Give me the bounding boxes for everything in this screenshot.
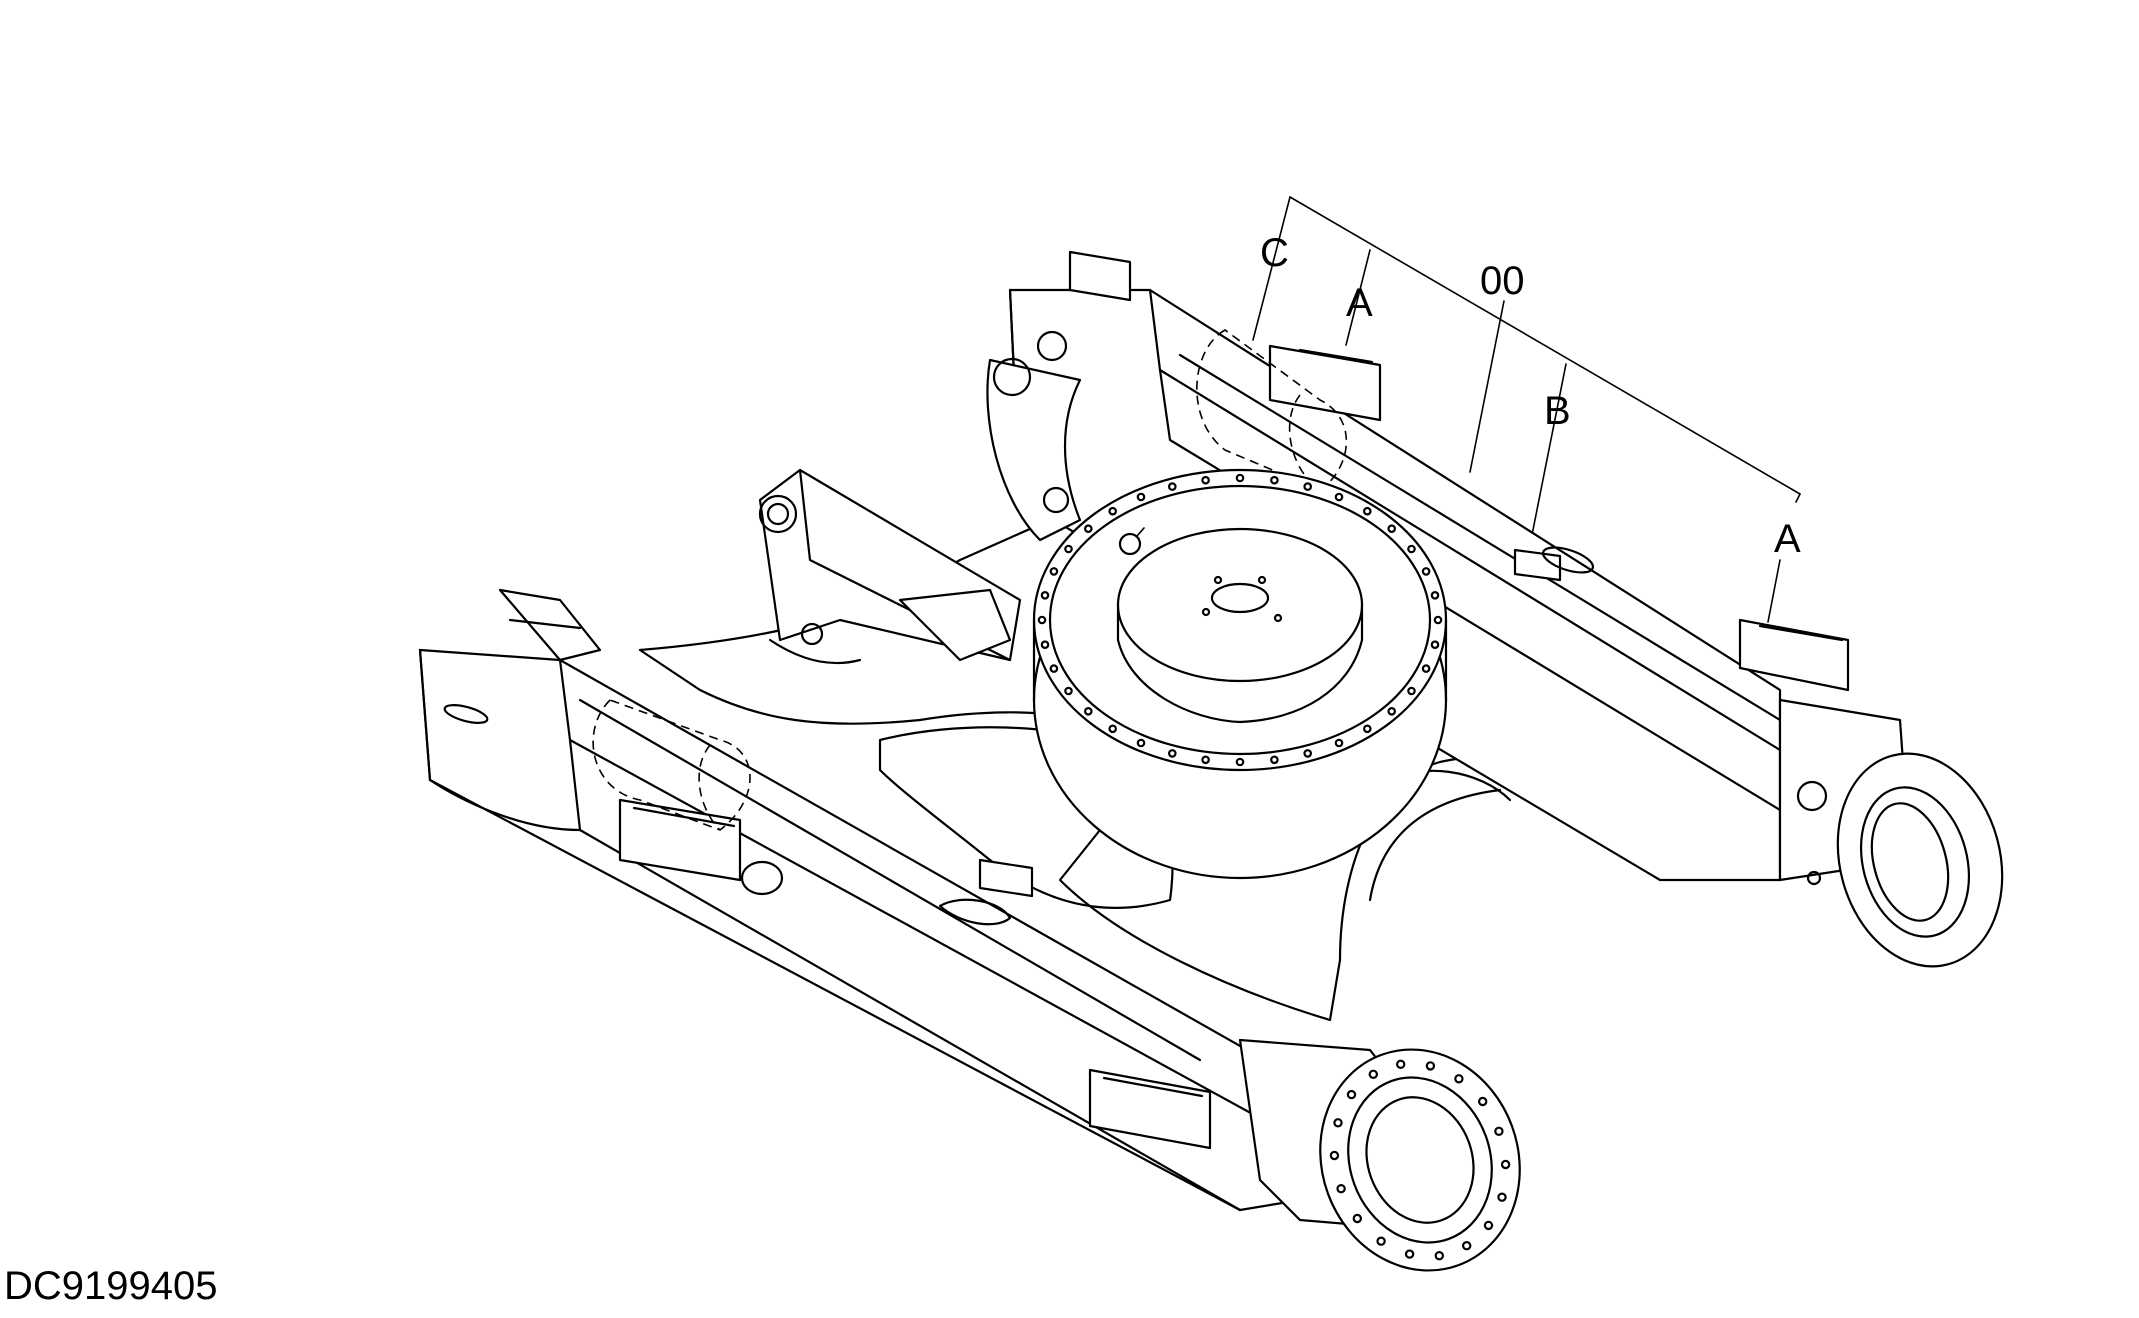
bolt-hole bbox=[1084, 524, 1093, 534]
callout-leaders bbox=[1252, 196, 1801, 623]
bolt-hole bbox=[1407, 544, 1416, 554]
bolt-hole bbox=[1136, 492, 1146, 502]
bolt-hole bbox=[1201, 755, 1210, 765]
bolt-hole bbox=[1395, 1059, 1406, 1070]
bolt-hole bbox=[1201, 475, 1210, 485]
bolt-hole bbox=[1352, 1213, 1363, 1224]
bolt-hole bbox=[1346, 1089, 1357, 1100]
callout-labels: 00 C A B A bbox=[1260, 231, 1801, 561]
bolt-hole bbox=[1168, 482, 1177, 491]
label-c: C bbox=[1260, 231, 1289, 275]
bolt-hole bbox=[1037, 615, 1047, 625]
bolt-hole bbox=[1387, 524, 1397, 534]
bolt-hole bbox=[1049, 664, 1059, 673]
bolt-hole bbox=[1270, 475, 1279, 485]
bolt-hole bbox=[1430, 590, 1440, 600]
bolt-hole bbox=[1235, 757, 1245, 767]
sprocket-bolt-holes bbox=[1329, 1059, 1511, 1261]
bolt-hole bbox=[1064, 686, 1073, 696]
bolt-hole bbox=[1333, 1118, 1343, 1128]
bolt-hole bbox=[1303, 482, 1313, 491]
bolt-hole bbox=[1040, 590, 1050, 600]
label-a-upper: A bbox=[1346, 281, 1373, 325]
bolt-hole bbox=[1064, 544, 1073, 554]
bolt-hole bbox=[1363, 724, 1372, 734]
bolt-hole bbox=[1387, 706, 1397, 716]
bolt-hole bbox=[1500, 1159, 1511, 1170]
bolt-hole bbox=[1049, 567, 1059, 576]
bolt-hole bbox=[1108, 506, 1118, 516]
bolt-hole bbox=[1421, 664, 1431, 673]
bolt-hole bbox=[1497, 1192, 1507, 1202]
bolt-hole bbox=[1336, 1183, 1346, 1194]
bolt-hole bbox=[1494, 1126, 1504, 1137]
bolt-hole bbox=[1461, 1240, 1472, 1251]
bolt-hole bbox=[1483, 1220, 1494, 1231]
label-a-right: A bbox=[1774, 517, 1801, 561]
bolt-hole bbox=[1421, 567, 1431, 576]
bolt-hole bbox=[1084, 706, 1093, 716]
bolt-hole bbox=[1270, 755, 1279, 765]
bolt-hole bbox=[1235, 473, 1245, 483]
bolt-hole bbox=[1329, 1150, 1340, 1161]
bolt-hole bbox=[1334, 738, 1344, 748]
bolt-hole bbox=[1430, 640, 1440, 650]
bolt-hole bbox=[1368, 1069, 1379, 1080]
drawing-id: DC9199405 bbox=[4, 1264, 218, 1308]
bolt-hole bbox=[1303, 749, 1313, 758]
bolt-hole bbox=[1108, 724, 1118, 734]
bolt-hole bbox=[1433, 615, 1443, 625]
bolt-hole bbox=[1454, 1074, 1464, 1084]
blade-bracket bbox=[758, 468, 1022, 665]
bolt-hole bbox=[1334, 492, 1344, 502]
bolt-hole bbox=[1040, 640, 1050, 650]
bolt-holes bbox=[1037, 473, 1443, 767]
left-track-frame bbox=[418, 588, 1521, 1272]
bolt-hole bbox=[1376, 1236, 1386, 1246]
bolt-hole bbox=[1136, 738, 1146, 748]
bolt-hole bbox=[1168, 749, 1177, 758]
bolt-hole bbox=[1407, 686, 1416, 696]
swing-bearing bbox=[1032, 468, 1448, 880]
label-b: B bbox=[1544, 389, 1571, 433]
bolt-hole bbox=[1363, 506, 1372, 516]
bolt-hole bbox=[1477, 1096, 1488, 1107]
bolt-hole bbox=[1404, 1249, 1415, 1259]
label-group-00: 00 bbox=[1480, 259, 1525, 303]
bolt-hole bbox=[1425, 1061, 1436, 1071]
bolt-hole bbox=[1434, 1250, 1445, 1261]
